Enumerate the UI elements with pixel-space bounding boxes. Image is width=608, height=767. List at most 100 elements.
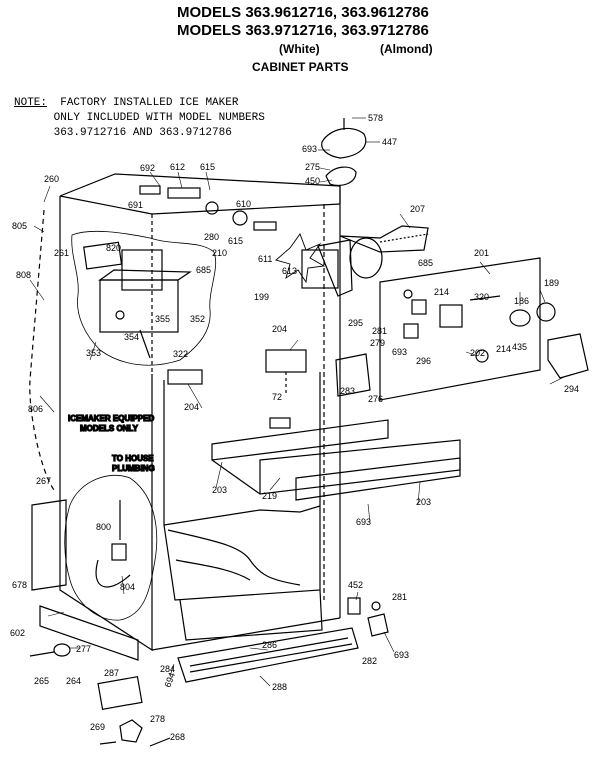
part-label-p207: 207: [410, 204, 425, 214]
part-label-p189: 189: [544, 278, 559, 288]
part-label-p615a: 615: [200, 162, 215, 172]
part-label-p281b: 281: [392, 592, 407, 602]
leveler-assembly: [29, 605, 171, 747]
plumbing-region: [64, 474, 158, 621]
part-label-p219: 219: [262, 491, 277, 501]
part-label-p72: 72: [272, 392, 282, 402]
plumbing-callout-line-1: TO HOUSE: [112, 454, 154, 463]
white-label: (White): [279, 42, 320, 56]
part-label-p186: 186: [514, 296, 529, 306]
part-label-p204a: 204: [272, 324, 287, 334]
icemaker-callout-line-1: ICEMAKER EQUIPPED: [68, 414, 154, 423]
part-label-p264: 264: [66, 676, 81, 686]
part-label-p294: 294: [564, 384, 579, 394]
icemaker-region: [71, 230, 217, 366]
control-panel: [379, 257, 589, 401]
part-label-p692: 692: [140, 163, 155, 173]
section-title: CABINET PARTS: [252, 60, 349, 74]
part-label-p261: 261: [54, 248, 69, 258]
part-label-p685a: 685: [196, 265, 211, 275]
leader-lines: [29, 117, 567, 687]
part-label-p275: 275: [305, 162, 320, 172]
part-label-p685b: 685: [418, 258, 433, 268]
part-label-p693d: 693: [394, 650, 409, 660]
part-label-p203a: 203: [212, 485, 227, 495]
part-label-p320: 320: [474, 292, 489, 302]
part-label-p287: 287: [104, 668, 119, 678]
part-label-p269: 269: [90, 722, 105, 732]
part-label-p800: 800: [96, 522, 111, 532]
part-label-p276: 276: [368, 394, 383, 404]
part-label-p808: 808: [16, 270, 31, 280]
models-line-1: MODELS 363.9612716, 363.9612786: [177, 4, 429, 21]
part-label-p204b: 204: [184, 402, 199, 412]
part-label-p267: 267: [36, 476, 51, 486]
part-label-p355: 355: [155, 314, 170, 324]
part-label-p284: 284: [160, 664, 175, 674]
cabinet-shell: [59, 173, 341, 652]
part-label-p806: 806: [28, 404, 43, 414]
part-label-p279: 279: [370, 338, 385, 348]
note-label: NOTE:: [14, 97, 48, 109]
models-line-2: MODELS 363.9712716, 363.9712786: [177, 22, 429, 39]
almond-label: (Almond): [380, 42, 433, 56]
part-label-p435: 435: [512, 342, 527, 352]
part-label-p203b: 203: [416, 497, 431, 507]
part-label-p280: 280: [204, 232, 219, 242]
part-label-p201: 201: [474, 248, 489, 258]
part-label-p278: 278: [150, 714, 165, 724]
part-label-p610: 610: [236, 199, 251, 209]
shelf-rails: [167, 349, 461, 501]
part-label-p268: 268: [170, 732, 185, 742]
part-label-p352: 352: [190, 314, 205, 324]
part-label-p693b: 693: [392, 347, 407, 357]
part-label-p805: 805: [12, 221, 27, 231]
note-line-2: ONLY INCLUDED WITH MODEL NUMBERS: [53, 112, 265, 124]
cabinet-liner: [163, 372, 323, 641]
part-label-p691: 691: [128, 200, 143, 210]
grille-288: [177, 627, 359, 683]
part-label-p452: 452: [348, 580, 363, 590]
part-label-p820: 820: [106, 243, 121, 253]
part-label-p283: 283: [340, 386, 355, 396]
part-label-p353: 353: [86, 348, 101, 358]
part-label-p678: 678: [12, 580, 27, 590]
part-label-p295: 295: [348, 318, 363, 328]
part-label-p578: 578: [368, 113, 383, 123]
part-label-p354: 354: [124, 332, 139, 342]
plumbing-callout-line-2: PLUMBING: [112, 464, 155, 473]
part-label-p615b: 615: [228, 236, 243, 246]
part-label-p694: 694: [162, 671, 177, 689]
part-label-p202: 202: [470, 348, 485, 358]
part-label-p199: 199: [254, 292, 269, 302]
part-label-p260: 260: [44, 174, 59, 184]
note-line-3: 363.9712716 AND 363.9712786: [53, 127, 232, 139]
part-label-p612: 612: [170, 162, 185, 172]
part-label-p447: 447: [382, 137, 397, 147]
part-label-p288: 288: [272, 682, 287, 692]
part-label-p450: 450: [305, 176, 320, 186]
part-label-p286: 286: [262, 640, 277, 650]
part-label-p265: 265: [34, 676, 49, 686]
part-label-p281: 281: [372, 326, 387, 336]
part-label-p214a: 214: [434, 287, 449, 297]
part-label-p282: 282: [362, 656, 377, 666]
part-label-p613: 613: [282, 266, 297, 276]
part-label-p804: 804: [120, 582, 135, 592]
part-label-p296: 296: [416, 356, 431, 366]
part-label-p693c: 693: [356, 517, 371, 527]
note-line-1: FACTORY INSTALLED ICE MAKER: [60, 97, 239, 109]
part-label-p602: 602: [10, 628, 25, 638]
part-number-labels: 578 447 693 275 450 692 612 615 691 260 610 207 805 8…: [10, 113, 579, 742]
part-label-p611: 611: [258, 254, 272, 264]
part-label-p210: 210: [212, 248, 227, 258]
hinge-282: [347, 597, 389, 637]
icemaker-callout-line-2: MODELS ONLY: [80, 424, 139, 433]
part-label-p322: 322: [173, 349, 188, 359]
part-label-p214b: 214: [496, 344, 511, 354]
water-tube-806: [29, 209, 55, 491]
factory-note: NOTE: FACTORY INSTALLED ICE MAKER ONLY I…: [14, 96, 265, 141]
side-panel-267: [31, 499, 67, 591]
part-label-p693a: 693: [302, 144, 317, 154]
